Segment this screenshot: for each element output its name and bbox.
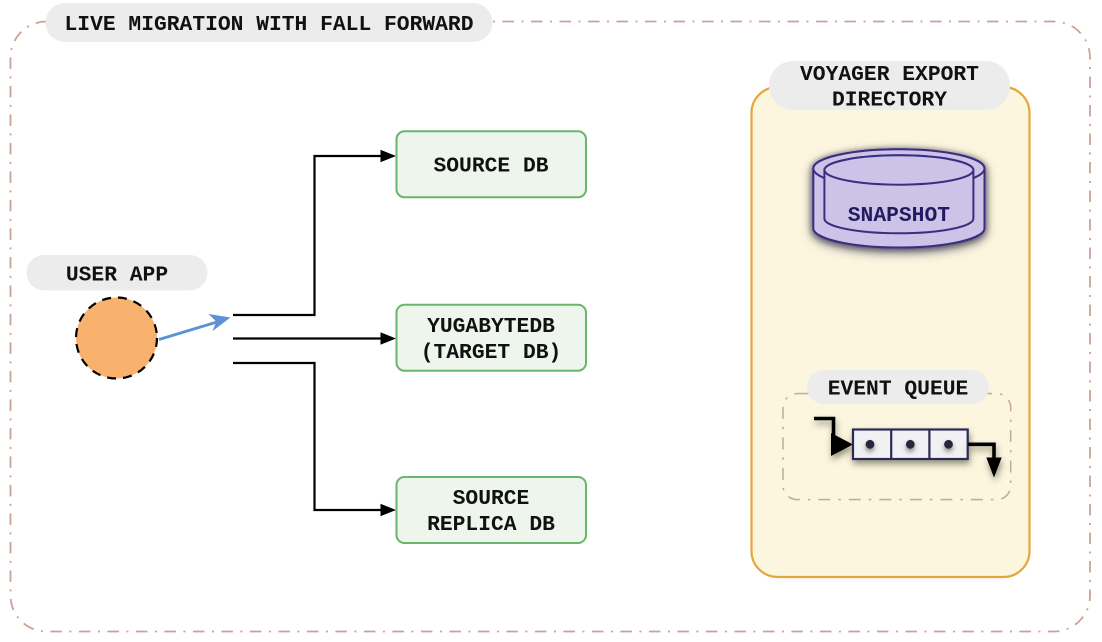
svg-text:REPLICA DB: REPLICA DB (427, 513, 555, 537)
svg-text:SOURCE DB: SOURCE DB (433, 155, 548, 179)
svg-text:USER APP: USER APP (66, 263, 168, 287)
svg-text:SNAPSHOT: SNAPSHOT (848, 204, 950, 228)
svg-text:DIRECTORY: DIRECTORY (832, 89, 947, 113)
svg-text:EVENT QUEUE: EVENT QUEUE (828, 377, 969, 401)
svg-text:SOURCE: SOURCE (453, 487, 530, 511)
svg-text:LIVE MIGRATION WITH FALL FORWA: LIVE MIGRATION WITH FALL FORWARD (65, 13, 474, 37)
svg-text:VOYAGER EXPORT: VOYAGER EXPORT (800, 63, 979, 87)
svg-text:YUGABYTEDB: YUGABYTEDB (427, 315, 555, 339)
svg-text:(TARGET DB): (TARGET DB) (421, 341, 562, 365)
